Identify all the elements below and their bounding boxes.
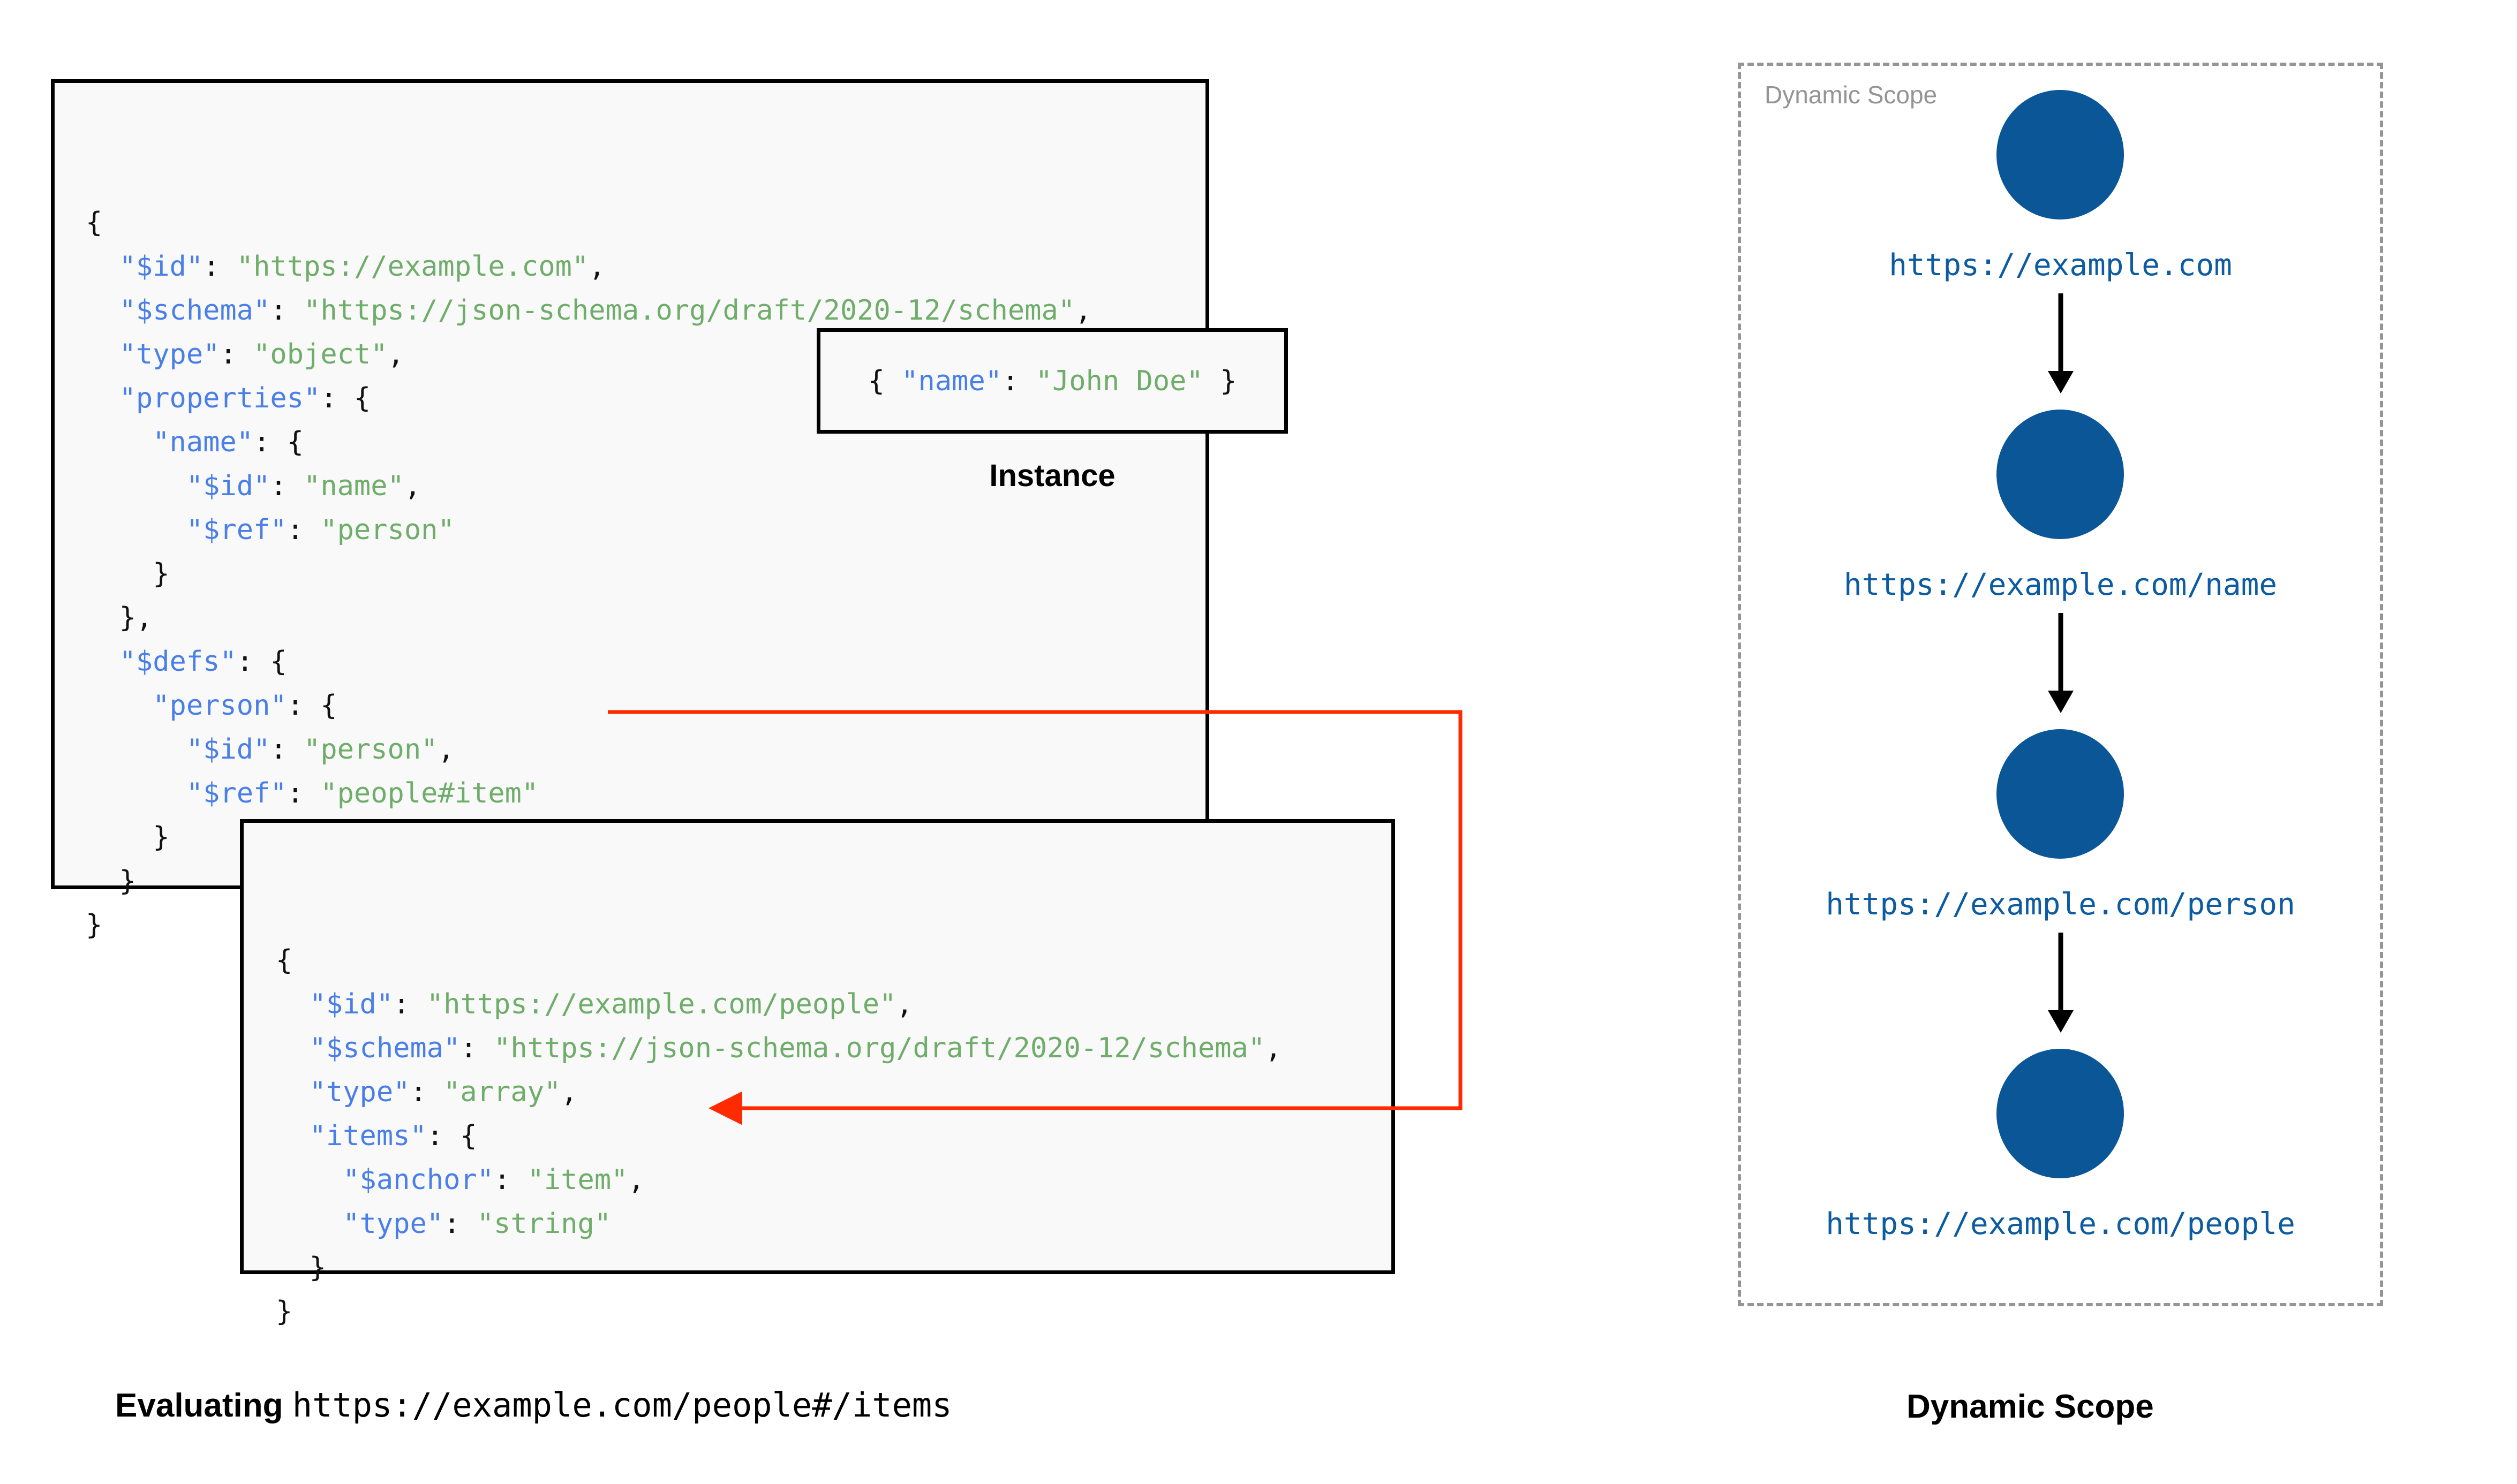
scope-node-circle [1996,1049,2124,1178]
people-schema-box: { "$id": "https://example.com/people", "… [240,819,1395,1328]
code-line: "properties": { [119,382,371,414]
code-line: { "name": "John Doe" } [868,365,1237,397]
code-line: "type": "string" [343,1208,612,1240]
code-line: "items": { [309,1120,477,1152]
dynamic-scope-panel [1738,63,2383,1306]
code-line: "$id": "https://example.com/people", [309,988,913,1020]
scope-node-label: https://example.com/people [1826,1207,2295,1241]
dynamic-scope-panel-label: Dynamic Scope [1765,81,1938,109]
code-line: }, [86,602,153,634]
code-line: "$id": "name", [186,470,421,502]
code-line: } [86,821,170,853]
code-line: } [86,865,136,897]
code-line: { [276,944,293,976]
code-line: "$anchor": "item", [343,1164,645,1196]
code-line: { [86,207,103,239]
code-line: } [86,909,103,941]
code-line: "$schema": "https://json-schema.org/draf… [119,294,1092,327]
code-line: "type": "object", [119,338,404,370]
code-line: "name": { [153,426,304,458]
scope-node-circle [1996,90,2124,219]
scope-flow-arrow [2047,933,2074,1033]
instance-caption: Instance [989,458,1116,493]
scope-node-circle [1996,729,2124,859]
code-line: "type": "array", [309,1076,578,1108]
scope-node-label: https://example.com/person [1826,887,2295,922]
scope-flow-arrow [2047,293,2074,393]
instance-box: { "name": "John Doe" } [817,328,1288,434]
code-line: "person": { [153,690,337,722]
code-line: "$ref": "person" [186,514,455,546]
code-line: "$ref": "people#item" [186,777,539,809]
evaluating-uri: https://example.com/people#/items [292,1385,952,1425]
scope-node-circle [1996,410,2124,539]
code-line: } [86,558,170,590]
evaluating-label: Evaluating [115,1387,292,1424]
code-line: } [276,1252,326,1284]
dynamic-scope-caption: Dynamic Scope [1906,1388,2154,1425]
evaluating-caption: Evaluating https://example.com/people#/i… [115,1385,952,1425]
scope-node-label: https://example.com [1889,248,2232,283]
code-line: "$id": "https://example.com", [119,251,606,283]
code-line: "$schema": "https://json-schema.org/draf… [309,1032,1282,1064]
people-schema-code: { "$id": "https://example.com/people", "… [276,938,1391,1334]
code-line: "$defs": { [119,646,287,678]
code-line: } [276,1296,293,1328]
scope-node-label: https://example.com/name [1843,567,2278,602]
root-schema-code: { "$id": "https://example.com", "$schema… [86,201,1205,947]
instance-code: { "name": "John Doe" } [868,359,1237,403]
scope-flow-arrow [2047,613,2074,713]
code-line: "$id": "person", [186,733,455,766]
